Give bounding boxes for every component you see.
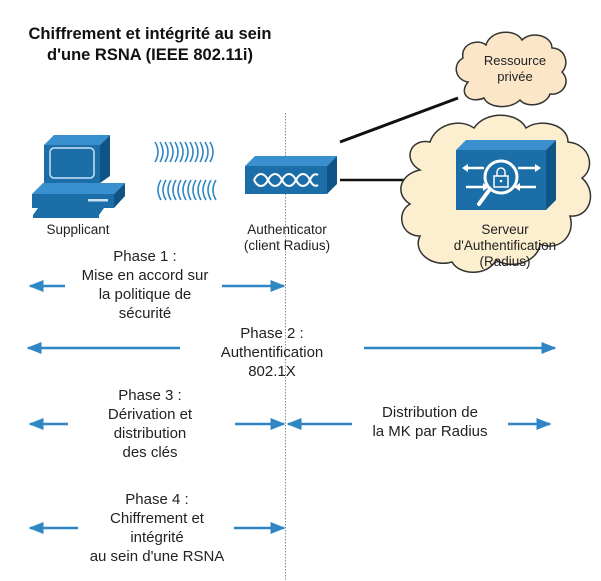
server-label-line-2: d'Authentification — [453, 238, 557, 253]
wave-arc — [194, 141, 199, 163]
authenticator-label: Authenticator (client Radius) — [222, 222, 352, 254]
wave-arc — [159, 141, 164, 163]
wave-arc — [207, 179, 212, 201]
phase-1-line: sécurité — [118, 305, 172, 322]
phase-3-line: Dérivation et — [107, 406, 193, 423]
server-label-line-1: Serveur — [481, 222, 529, 237]
auth-server-icon — [456, 140, 556, 210]
wave-arc — [204, 141, 209, 163]
wave-arc — [184, 141, 189, 163]
wave-arc — [199, 141, 204, 163]
supplicant-label-text: Supplicant — [46, 222, 110, 237]
authenticator-label-line-1: Authenticator — [247, 222, 327, 237]
phase-1-line: la politique de — [98, 286, 192, 303]
wave-arc — [189, 141, 194, 163]
phase-4-label: Phase 4 : Chiffrement et intégrité au se… — [72, 490, 242, 566]
phase-1-line: Mise en accord sur — [81, 267, 209, 284]
wave-arc — [162, 179, 167, 201]
wave-arc — [169, 141, 174, 163]
wave-arc — [157, 179, 162, 201]
wave-arc — [177, 179, 182, 201]
phase-1-line: Phase 1 : — [113, 248, 177, 265]
wave-arc — [164, 141, 169, 163]
phase-3-label: Phase 3 : Dérivation et distribution des… — [80, 386, 220, 462]
wave-arc — [192, 179, 197, 201]
wave-arc — [202, 179, 207, 201]
resource-label-line-2: privée — [497, 69, 533, 84]
access-point-icon — [245, 156, 337, 194]
wave-arc — [172, 179, 177, 201]
wave-arc — [182, 179, 187, 201]
resource-label: Ressource privée — [470, 53, 560, 85]
diagram-title: Chiffrement et intégrité au sein d'une R… — [0, 24, 300, 66]
mk-distribution-line: la MK par Radius — [372, 423, 488, 440]
phase-4-line: Chiffrement et — [110, 510, 204, 527]
wireless-signal-icon — [154, 141, 217, 201]
wave-arc — [179, 141, 184, 163]
link-to-resource — [339, 96, 459, 144]
phase-3-line: Phase 3 : — [118, 387, 182, 404]
mk-distribution-line: Distribution de — [382, 404, 478, 421]
mk-distribution-label: Distribution de la MK par Radius — [352, 403, 508, 441]
phase-2-label: Phase 2 : Authentification 802.1X — [192, 324, 352, 381]
title-line-2: d'une RSNA (IEEE 802.11i) — [47, 46, 253, 64]
server-label: Serveur d'Authentification (Radius) — [440, 222, 570, 270]
resource-cloud-icon — [455, 31, 567, 108]
authenticator-label-line-2: (client Radius) — [243, 238, 331, 253]
resource-label-line-1: Ressource — [483, 53, 547, 68]
wave-arc — [197, 179, 202, 201]
phase-4-line: au sein d'une RSNA — [89, 548, 225, 565]
phase-4-line: intégrité — [130, 529, 184, 546]
phase-4-line: Phase 4 : — [125, 491, 189, 508]
wave-arc — [174, 141, 179, 163]
supplicant-label: Supplicant — [18, 222, 138, 238]
title-line-1: Chiffrement et intégrité au sein — [28, 25, 272, 43]
phase-3-line: des clés — [122, 444, 178, 461]
phase-2-line: Phase 2 : — [240, 325, 304, 342]
wave-arc — [209, 141, 214, 163]
phase-arrows — [26, 280, 557, 534]
wave-arc — [212, 179, 217, 201]
phase-2-line: Authentification — [220, 344, 324, 361]
phase-1-label: Phase 1 : Mise en accord sur la politiqu… — [60, 247, 230, 323]
wave-arc — [167, 179, 172, 201]
computer-icon — [32, 135, 125, 218]
server-label-line-3: (Radius) — [479, 254, 531, 269]
phase-2-line: 802.1X — [248, 363, 296, 380]
wave-arc — [187, 179, 192, 201]
phase-3-line: distribution — [113, 425, 187, 442]
wave-arc — [154, 141, 159, 163]
